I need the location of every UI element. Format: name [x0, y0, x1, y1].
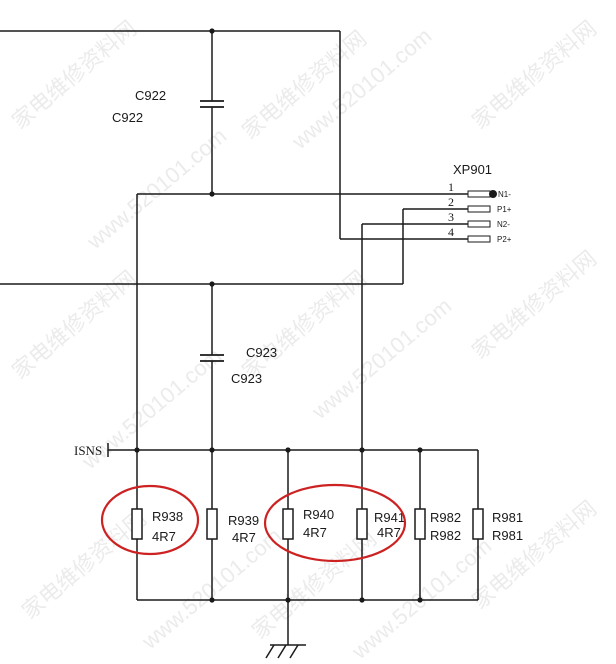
c922-label: C922	[135, 88, 166, 103]
pin-box	[467, 190, 491, 198]
resistor-body	[206, 508, 218, 540]
connector-ref: XP901	[453, 162, 492, 177]
resistor-value: 4R7	[152, 529, 176, 544]
junction-dot	[209, 447, 215, 453]
resistor-r981: R981 R981	[472, 508, 523, 543]
highlight-circle-r940-r941	[263, 483, 407, 563]
pin-dot	[489, 190, 497, 198]
resistor-body	[131, 508, 143, 540]
junction-dot	[417, 597, 423, 603]
ground-hatch	[289, 644, 299, 659]
resistor-ref: R982	[430, 510, 461, 525]
ground-hatch	[277, 644, 287, 659]
resistor-value: R982	[430, 528, 461, 543]
junction-dot	[209, 281, 215, 287]
resistor-value: 4R7	[377, 525, 401, 540]
junction-dot	[359, 597, 365, 603]
capacitor-c923: C923 C923	[200, 345, 277, 386]
resistor-r938: R938 4R7	[131, 508, 183, 544]
watermark-text: 家电维修资料网	[467, 16, 601, 134]
pin-number: 4	[448, 225, 454, 239]
resistor-r939: R939 4R7	[206, 508, 259, 545]
junction-dot	[417, 447, 423, 453]
resistor-ref: R981	[492, 510, 523, 525]
junction-dot	[359, 447, 365, 453]
watermark-text: 家电维修资料网	[467, 246, 601, 364]
resistor-r940: R940 4R7	[282, 507, 334, 540]
resistor-body	[472, 508, 484, 540]
watermark-text: 家电维修资料网	[17, 506, 151, 624]
junction-dot	[209, 191, 215, 197]
connector-pin-2: 2 P1+	[448, 195, 512, 214]
pin-box	[467, 205, 491, 213]
c923-value: C923	[231, 371, 262, 386]
watermark-text: www.520101.com	[81, 123, 231, 254]
c923-label: C923	[246, 345, 277, 360]
connector-pin-1: 1 N1-	[448, 180, 511, 199]
pin-number: 1	[448, 180, 454, 194]
connector-pin-4: 4 P2+	[448, 225, 512, 244]
resistor-ref: R939	[228, 513, 259, 528]
connector-xp901: XP901 1 N1- 2 P1+ 3 N2- 4 P2+	[448, 162, 512, 244]
resistor-body	[356, 508, 368, 540]
isns-text: ISNS	[74, 443, 102, 458]
pin-name: P1+	[497, 205, 512, 214]
resistor-r982: R982 R982	[414, 508, 461, 543]
pin-name: N1-	[498, 190, 511, 199]
pin-name: N2-	[497, 220, 510, 229]
resistor-ref: R938	[152, 509, 183, 524]
junction-dot	[209, 28, 215, 34]
junction-dot	[285, 597, 291, 603]
watermark: 家电维修资料网 www.520101.com 家电维修资料网 www.52010…	[7, 16, 601, 664]
resistor-body	[414, 508, 426, 540]
resistor-ref: R940	[303, 507, 334, 522]
resistor-value: R981	[492, 528, 523, 543]
capacitor-c922: C922 C922	[112, 88, 224, 125]
resistor-body	[282, 508, 294, 540]
pin-number: 2	[448, 195, 454, 209]
junction-dot	[285, 447, 291, 453]
pin-number: 3	[448, 210, 454, 224]
junction-dot	[209, 597, 215, 603]
highlights	[100, 483, 407, 563]
resistor-ref: R941	[374, 510, 405, 525]
c922-value: C922	[112, 110, 143, 125]
resistor-value: 4R7	[232, 530, 256, 545]
pin-box	[467, 235, 491, 243]
highlight-circle-r938	[100, 484, 200, 556]
pin-box	[467, 220, 491, 228]
connector-pin-3: 3 N2-	[448, 210, 510, 229]
isns-net-label: ISNS	[74, 443, 109, 458]
ground-hatch	[265, 644, 275, 659]
ground-icon	[265, 644, 306, 659]
junctions	[134, 28, 423, 603]
resistor-r941: R941 4R7	[356, 508, 405, 540]
resistor-value: 4R7	[303, 525, 327, 540]
junction-dot	[134, 447, 140, 453]
pin-name: P2+	[497, 235, 512, 244]
